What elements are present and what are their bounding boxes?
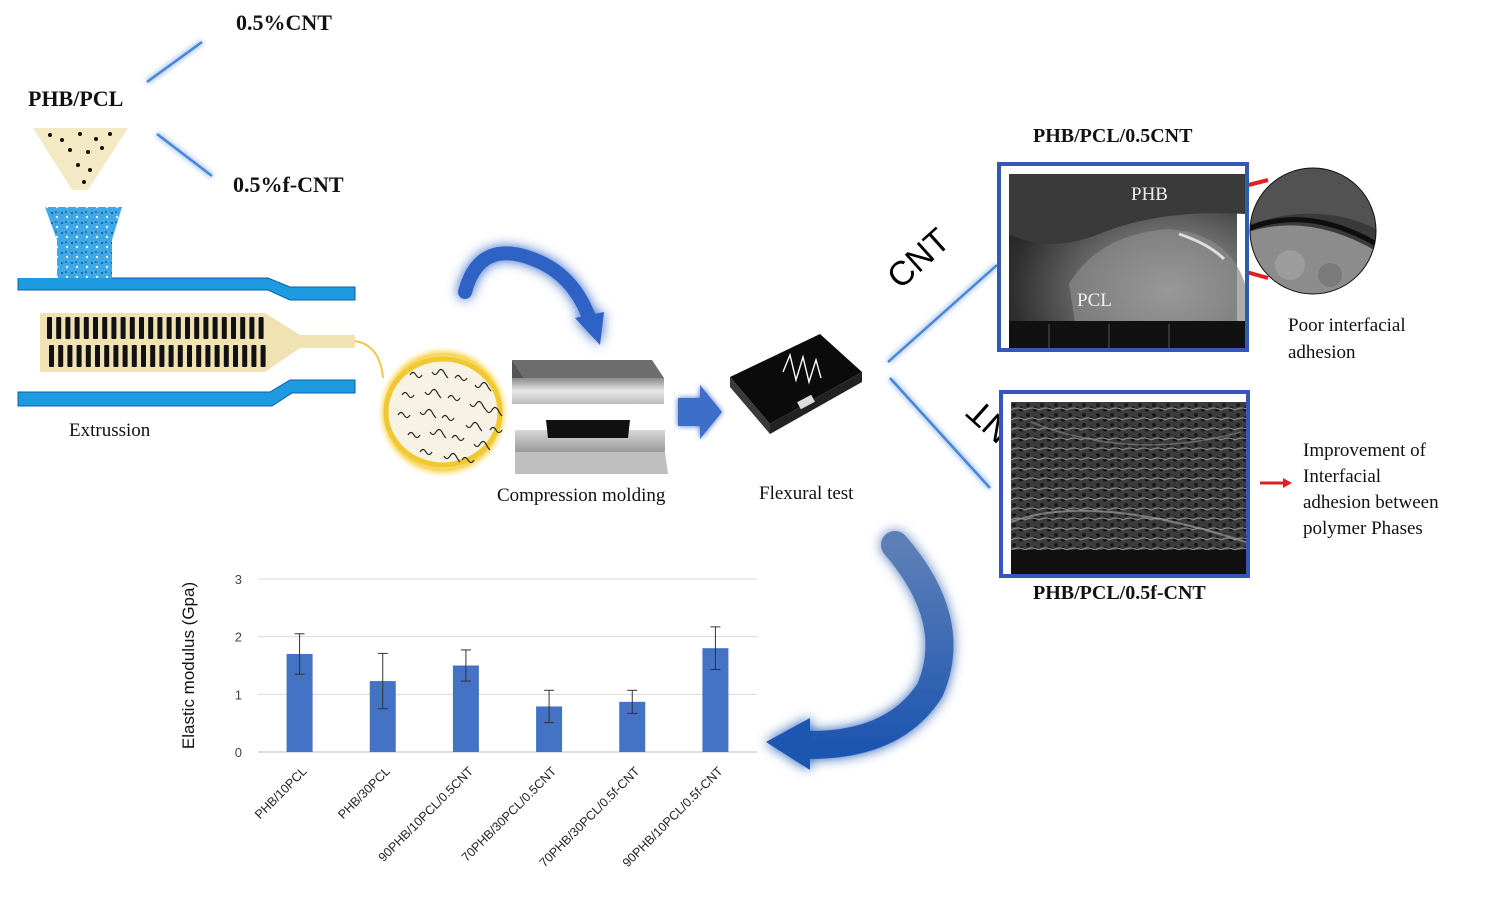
flexural-label: Flexural test: [759, 483, 854, 504]
sem-top-phb-label: PHB: [1131, 184, 1168, 205]
sem-top-pcl-label: PCL: [1077, 290, 1112, 311]
fcnt-branch-line: [889, 377, 991, 489]
sem-bottom-note-line: polymer Phases: [1303, 518, 1423, 539]
matrix-label: PHB/PCL: [28, 86, 124, 111]
y-tick-label: 2: [235, 630, 242, 645]
x-tick-label: 70PHB/30PCL/0.5CNT: [459, 764, 560, 865]
curved-arrow-icon: [458, 246, 604, 345]
x-tick-label: PHB/30PCL: [335, 764, 393, 822]
sem-bottom-note-line: Interfacial: [1303, 466, 1382, 487]
branch-line-fcnt: [156, 133, 213, 177]
sem-top-image: PHB PCL: [997, 162, 1249, 352]
cnt-branch-line: [887, 264, 998, 363]
x-tick-label: 90PHB/10PCL/0.5CNT: [376, 764, 477, 865]
sem-bottom-note-line: Improvement of: [1303, 440, 1426, 461]
sem-top-title: PHB/PCL/0.5CNT: [1033, 125, 1193, 147]
sem-bottom-note-line: adhesion between: [1303, 492, 1439, 513]
extrusion-label: Extrussion: [69, 420, 151, 441]
extruder-icon: [17, 277, 384, 407]
y-tick-label: 0: [235, 745, 242, 760]
compression-press-icon: [512, 360, 668, 474]
sem-top-note-line: adhesion: [1288, 342, 1356, 363]
zoom-detail-icon: [1249, 167, 1377, 295]
option-cnt-label: 0.5%CNT: [236, 10, 332, 35]
y-axis-label: Elastic modulus (Gpa): [179, 582, 198, 749]
sem-bottom-title: PHB/PCL/0.5f-CNT: [1033, 582, 1206, 604]
y-tick-label: 1: [235, 687, 242, 702]
sem-top-note: Poor interfacial adhesion: [1288, 312, 1406, 366]
right-arrow-icon: [678, 385, 722, 439]
sem-top-note-line: Poor interfacial: [1288, 315, 1406, 336]
sem-bottom-image: [999, 390, 1250, 578]
flexural-specimen-icon: [730, 334, 862, 434]
compression-label: Compression molding: [497, 485, 666, 506]
extruder-hopper-icon: [45, 207, 122, 290]
x-tick-label: PHB/10PCL: [252, 764, 310, 822]
return-arrow-icon: [766, 531, 954, 770]
branch-line-cnt: [146, 40, 203, 84]
red-arrow-icon: [1260, 478, 1292, 488]
option-fcnt-label: 0.5%f-CNT: [233, 172, 344, 197]
y-tick-label: 3: [235, 572, 242, 587]
feed-hopper-icon: [33, 128, 128, 190]
composite-pellet-icon: [377, 346, 509, 478]
sem-bottom-note: Improvement of Interfacial adhesion betw…: [1303, 438, 1439, 542]
